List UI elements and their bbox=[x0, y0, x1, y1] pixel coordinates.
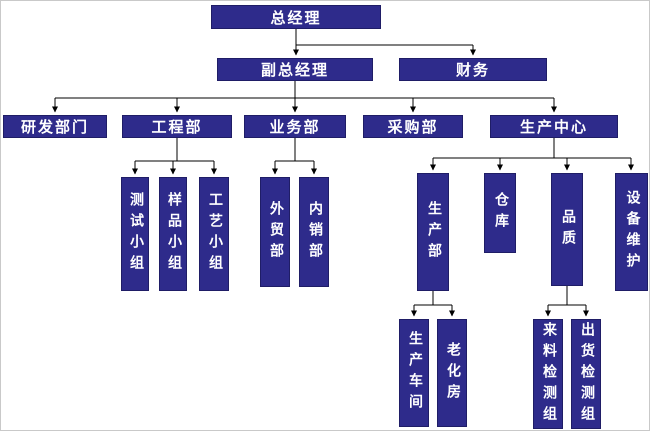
node-incoming-inspection-group: 来料检测组 bbox=[533, 319, 563, 429]
node-purchasing-department: 采购部 bbox=[363, 115, 463, 138]
node-test-group: 测试小组 bbox=[121, 177, 149, 291]
node-warehouse: 仓库 bbox=[484, 173, 516, 253]
node-finance: 财务 bbox=[399, 58, 547, 81]
node-production-department: 生产部 bbox=[417, 173, 449, 291]
node-outgoing-inspection-group: 出货检测组 bbox=[571, 319, 601, 429]
node-business-department: 业务部 bbox=[244, 115, 346, 138]
node-general-manager: 总经理 bbox=[211, 5, 381, 29]
node-production-workshop: 生产车间 bbox=[399, 319, 429, 427]
node-quality: 品质 bbox=[551, 173, 583, 286]
node-process-group: 工艺小组 bbox=[199, 177, 229, 291]
node-domestic-sales-department: 内销部 bbox=[299, 177, 329, 287]
node-foreign-trade-department: 外贸部 bbox=[260, 177, 290, 287]
node-deputy-general-manager: 副总经理 bbox=[217, 58, 373, 81]
node-sample-group: 样品小组 bbox=[159, 177, 187, 291]
node-engineering-department: 工程部 bbox=[122, 115, 232, 138]
node-equipment-maintenance: 设备维护 bbox=[615, 173, 648, 291]
node-production-center: 生产中心 bbox=[490, 115, 618, 138]
node-rnd-department: 研发部门 bbox=[3, 115, 107, 138]
node-aging-room: 老化房 bbox=[437, 319, 467, 427]
